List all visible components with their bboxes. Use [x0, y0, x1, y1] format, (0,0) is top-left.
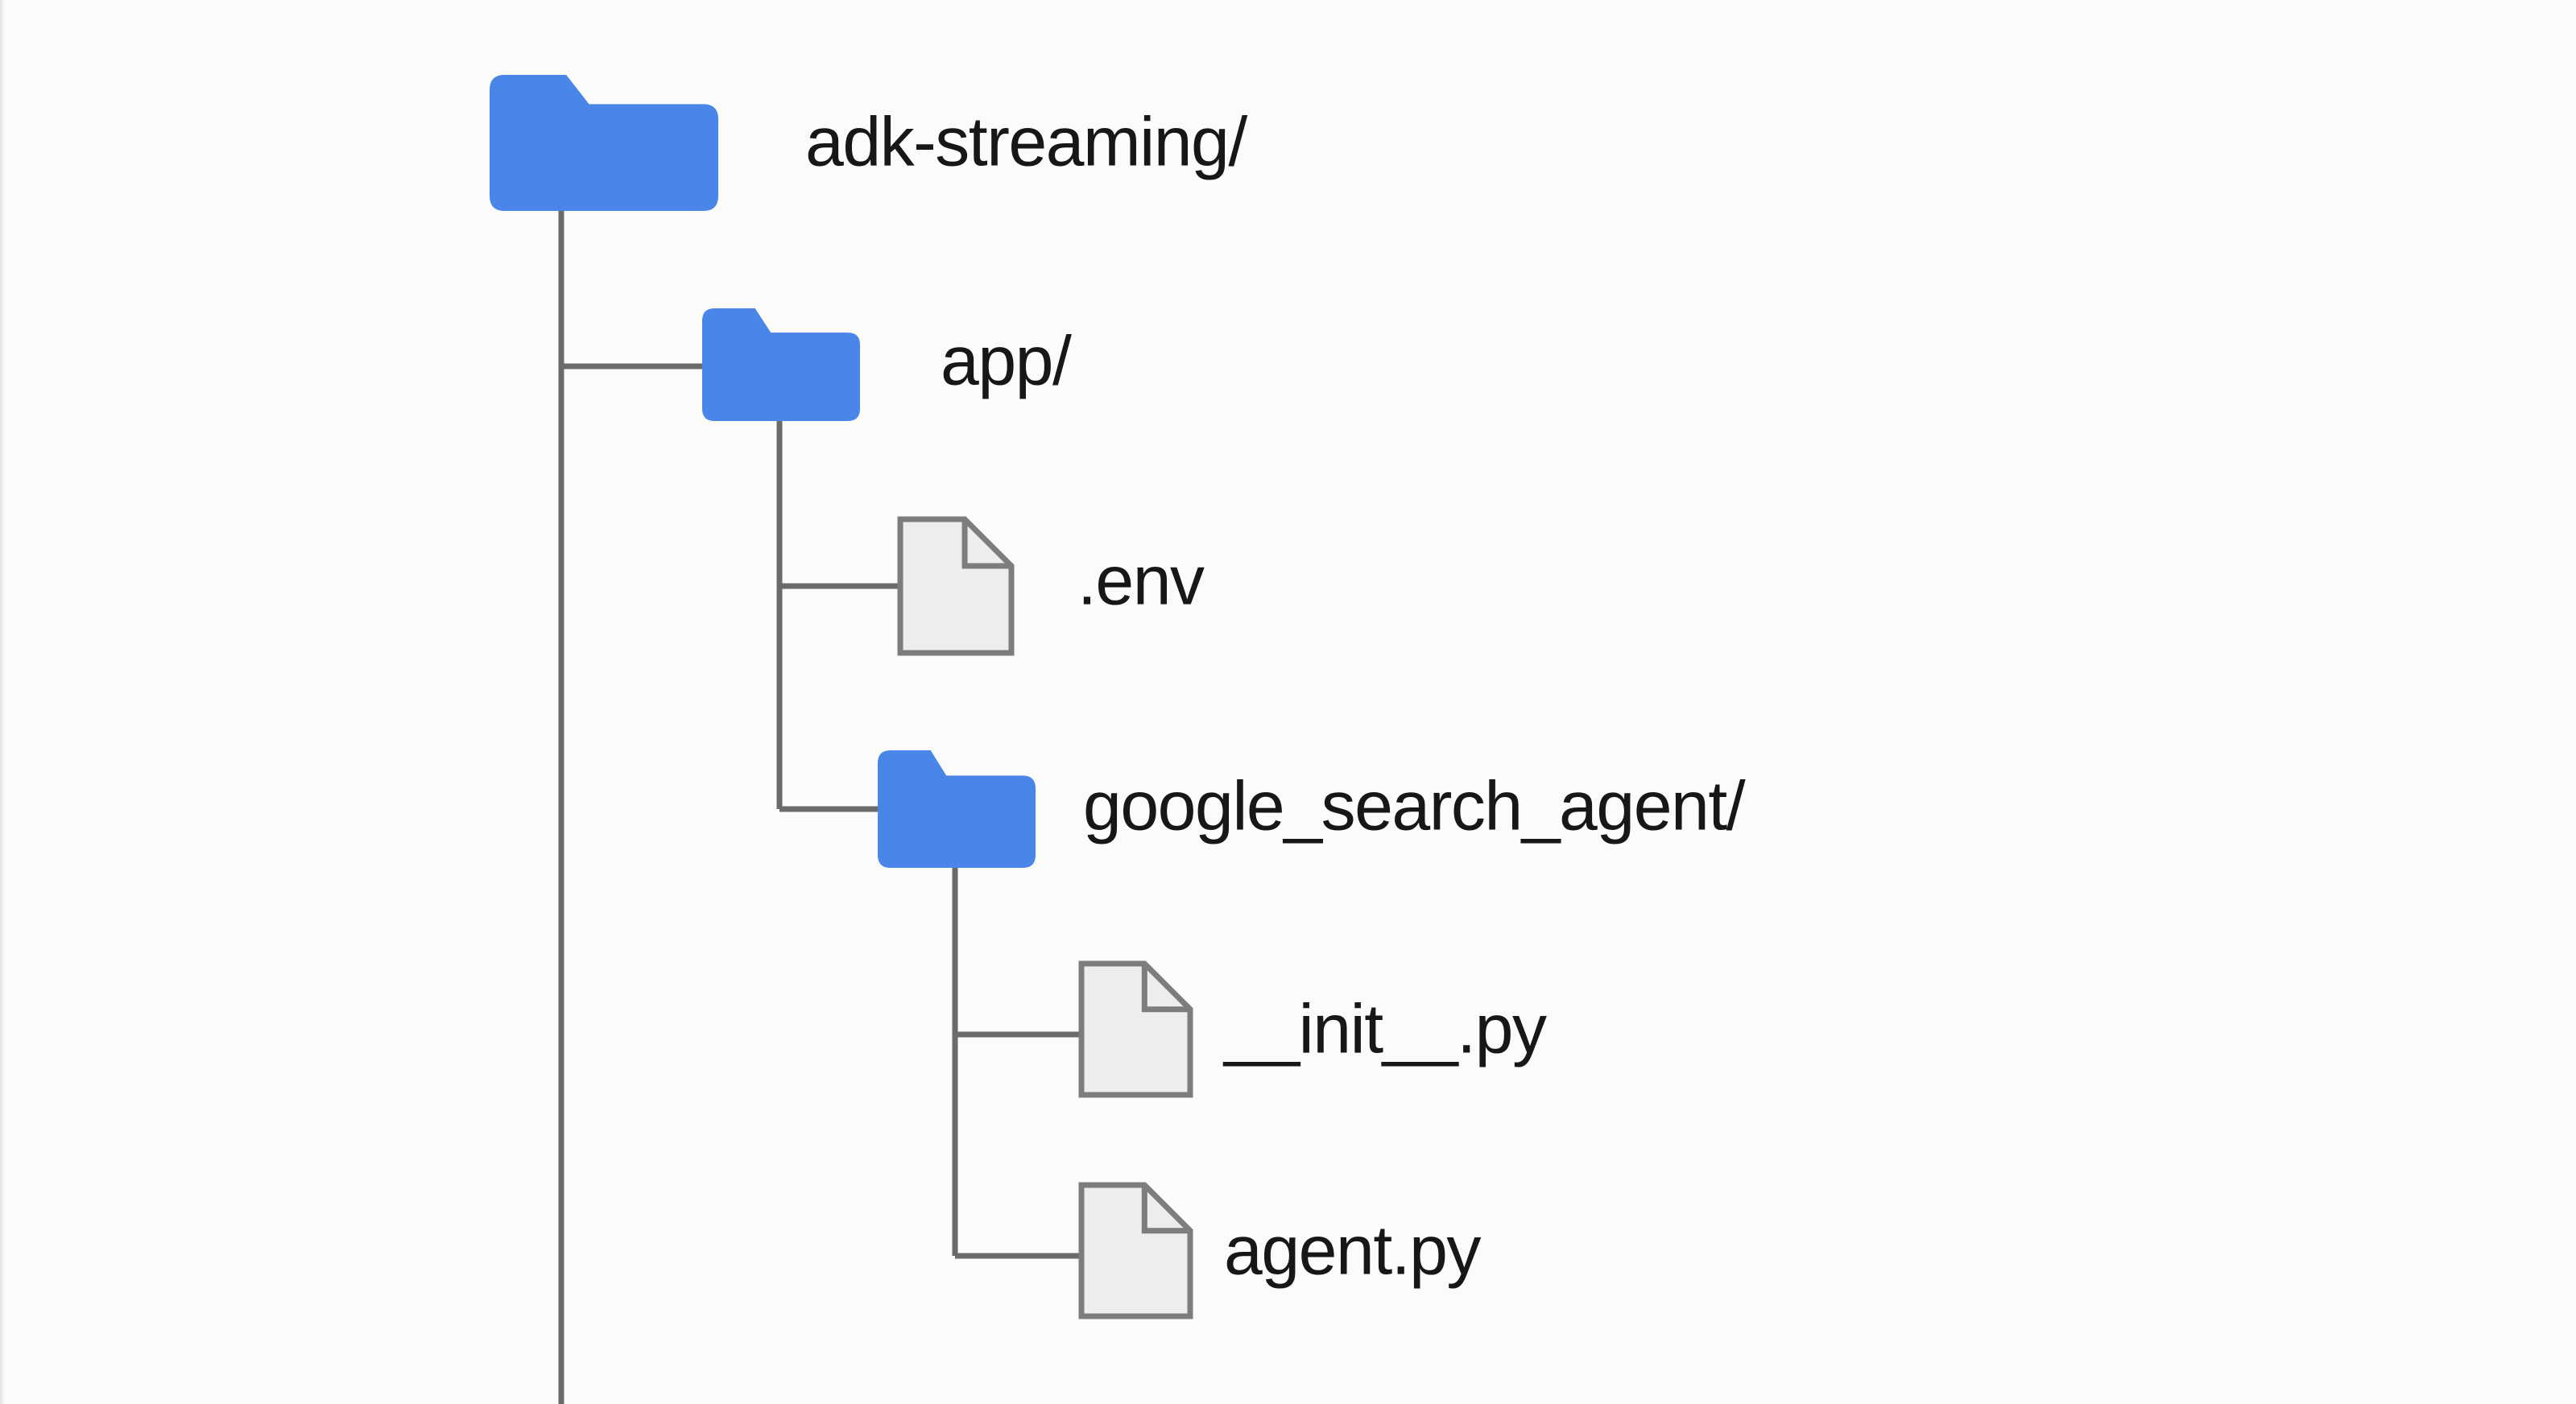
tree-node-agent_py[interactable]: agent.py	[1078, 1182, 1482, 1319]
file-fold-corner-icon	[1141, 1185, 1190, 1234]
file-fold-corner-icon	[961, 519, 1011, 569]
tree-node-root[interactable]: adk-streaming/	[490, 75, 1249, 211]
file-icon[interactable]	[897, 516, 1015, 656]
file-fold-corner-icon	[1141, 964, 1190, 1013]
tree-node-label: .env	[1077, 543, 1205, 620]
tree-node-label: agent.py	[1224, 1212, 1481, 1290]
tree-node-label: app/	[941, 323, 1072, 400]
tree-node-app[interactable]: app/	[702, 308, 1073, 421]
tree-node-init_py[interactable]: __init__.py	[1078, 960, 1548, 1098]
tree-node-label: __init__.py	[1222, 991, 1547, 1068]
file-icon[interactable]	[1078, 1182, 1193, 1319]
file-icon[interactable]	[1078, 960, 1193, 1098]
tree-node-env[interactable]: .env	[897, 516, 1206, 656]
tree-node-label: adk-streaming/	[805, 104, 1247, 181]
folder-icon[interactable]	[702, 308, 860, 421]
folder-icon[interactable]	[490, 75, 718, 211]
connector-layer	[558, 211, 1081, 1404]
node-layer: adk-streaming/app/ .env google_search_agen…	[490, 75, 1747, 1319]
tree-node-label: google_search_agent/	[1083, 768, 1746, 845]
folder-icon[interactable]	[878, 750, 1036, 868]
tree-node-google_search_agent[interactable]: google_search_agent/	[878, 750, 1747, 868]
left-edge-shading	[0, 0, 6, 1404]
